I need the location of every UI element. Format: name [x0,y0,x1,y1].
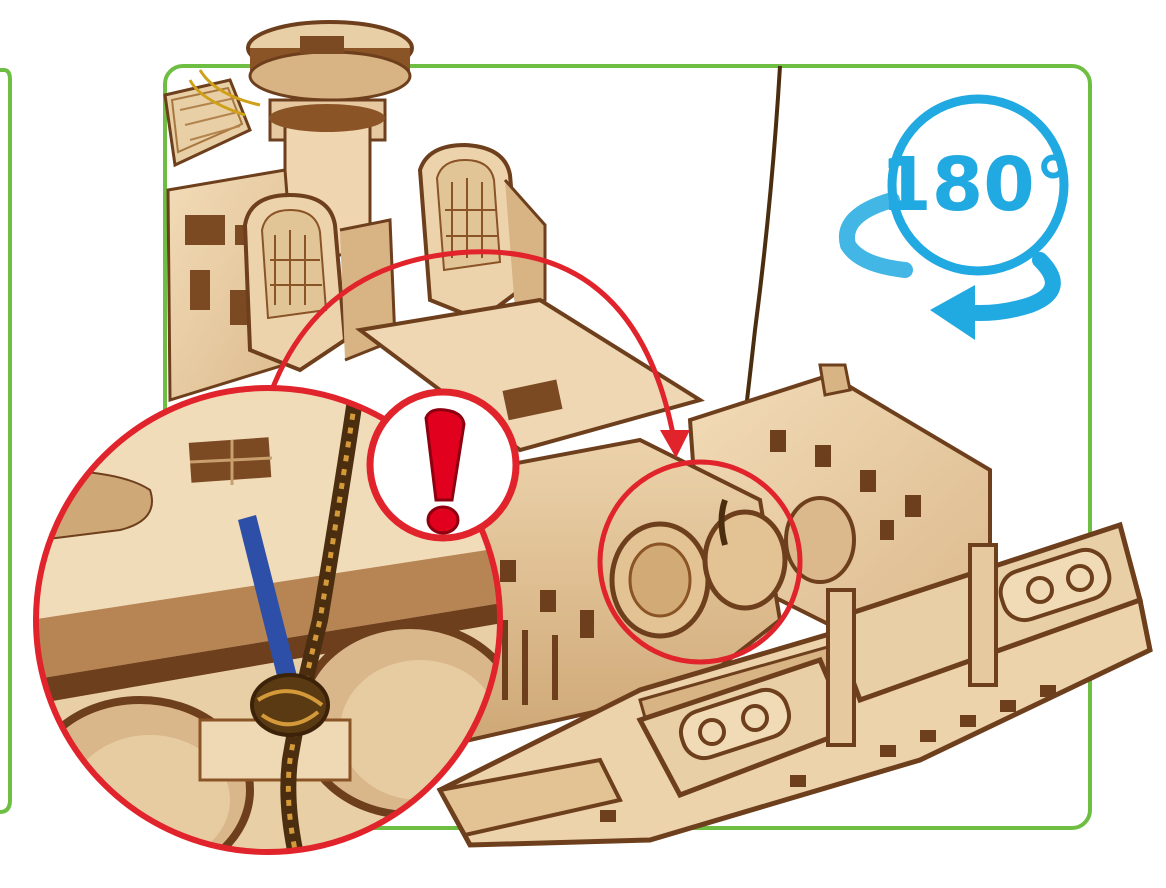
previous-step-frame [0,70,10,812]
rotation-label: 180° [880,142,1071,228]
warning-badge [370,392,516,538]
